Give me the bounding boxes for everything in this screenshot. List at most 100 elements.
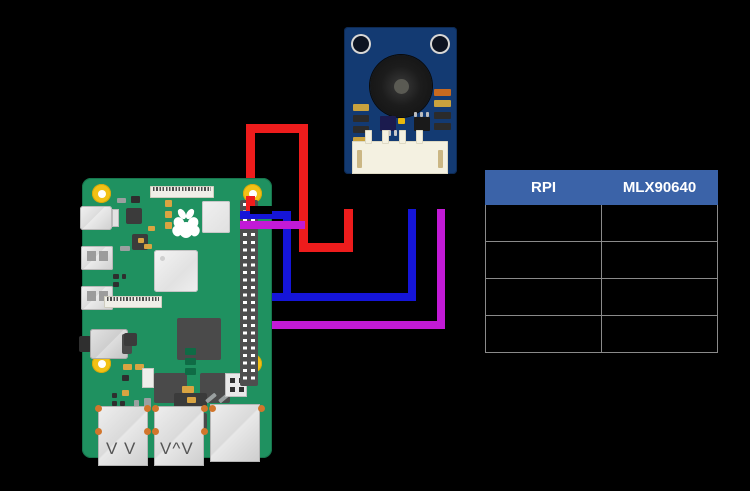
pi-pad-6 — [258, 405, 265, 412]
pi-audio-jack-body — [90, 329, 128, 359]
clock-wire-segment-v2 — [437, 209, 445, 329]
column-header-rpi: RPI — [485, 170, 602, 205]
mlx-pad-right-2 — [434, 100, 451, 107]
pi-led-1 — [165, 200, 172, 207]
pi-hdmi-1-slot-a — [87, 291, 96, 301]
pi-ram-chip — [202, 201, 230, 233]
cell-mlx-3 — [601, 278, 718, 316]
mlx-pad-right-1 — [434, 89, 451, 96]
mlx-pad-right-3 — [434, 112, 451, 119]
thermal-sensor-lens — [370, 55, 432, 117]
pi-resistor-4 — [144, 398, 151, 408]
power-wire-segment-v1 — [246, 124, 255, 219]
raspberry-pi-logo — [172, 208, 200, 238]
pi-poe-pin-1 — [230, 378, 235, 383]
gpio-pin-column-left[interactable] — [243, 203, 247, 383]
mlx-mount-hole-left — [351, 34, 371, 54]
mlx-pad-right-4 — [434, 123, 451, 130]
jst-tooth-4 — [416, 130, 423, 144]
pi-pad-7 — [95, 428, 102, 435]
gpio-header[interactable] — [240, 200, 258, 386]
mlx90640-board — [344, 27, 457, 174]
pi-hdmi-port-0 — [81, 246, 113, 270]
column-header-mlx90640: MLX90640 — [601, 170, 718, 205]
pi-pad-8 — [144, 428, 151, 435]
pi-pad-2 — [144, 405, 151, 412]
cell-rpi-2 — [485, 241, 602, 279]
pi-usb-c-shield — [112, 209, 119, 227]
mlx-ic-pin-1 — [414, 112, 417, 117]
pi-hdmi-1-slot-b — [99, 291, 108, 301]
mlx-pad-left-2 — [353, 115, 369, 122]
mlx-ic-pin-2 — [420, 112, 423, 117]
mlx-mount-hole-right — [430, 34, 450, 54]
gpio-pin-column-right[interactable] — [251, 203, 255, 383]
data-wire-segment-v1 — [283, 211, 291, 301]
pi-cap-10 — [122, 375, 129, 381]
mlx-pad-left-4 — [353, 137, 369, 144]
pin-mapping-table: RPI MLX90640 — [485, 170, 718, 353]
pi-smd-chip-c — [124, 333, 137, 346]
pi-pad-4 — [201, 405, 208, 412]
pi-cap-3 — [138, 238, 144, 243]
table-row — [485, 278, 718, 316]
pi-dsi-connector — [104, 296, 162, 308]
pi-smd-green-1 — [185, 348, 196, 355]
pi-hdmi-0-slot-b — [99, 251, 108, 261]
pi-cap-5 — [113, 274, 119, 279]
pi-cap-8 — [123, 364, 132, 370]
pi-usb2-glyph: V V — [106, 439, 137, 458]
power-wire-segment-v3 — [344, 209, 353, 252]
cell-mlx-1 — [601, 204, 718, 242]
cell-mlx-4 — [601, 315, 718, 353]
pi-resistor-3 — [134, 400, 139, 408]
pi-inductor — [142, 368, 154, 388]
pi-usb-controller-chip — [177, 318, 221, 360]
mlx-alignment-marker — [398, 118, 405, 124]
pi-led-3 — [165, 222, 172, 229]
mlx-ic-chip — [414, 117, 430, 131]
pi-cap-7 — [113, 282, 119, 287]
pi-cap-11 — [122, 390, 129, 396]
jst-tooth-3 — [399, 130, 406, 144]
cell-rpi-1 — [485, 204, 602, 242]
pi-smd-chip-a — [126, 208, 142, 224]
pi-smd-tan-2 — [187, 397, 196, 403]
pi-dsi-teeth — [107, 297, 159, 301]
pin-table-body — [485, 204, 718, 353]
pi-usb3-port-block: V^V — [154, 406, 204, 466]
gpio-connector-stub-overlay — [250, 206, 272, 214]
pi-resistor-1 — [117, 198, 126, 203]
cell-rpi-3 — [485, 278, 602, 316]
power-wire-segment-v2 — [299, 124, 308, 252]
pi-cap-14 — [120, 401, 125, 406]
jst-latch-right — [438, 150, 443, 168]
pi-cap-12 — [112, 393, 117, 398]
pi-cap-1 — [131, 196, 140, 203]
cell-rpi-4 — [485, 315, 602, 353]
power-wire-segment-h2 — [299, 243, 353, 252]
mlx-ic-pin-3 — [426, 112, 429, 117]
pi-pad-3 — [152, 405, 159, 412]
pi-pad-5 — [209, 405, 216, 412]
data-wire-gpio-tip — [240, 211, 291, 219]
pin-table-header: RPI MLX90640 — [485, 170, 718, 205]
pi-ethernet-port — [210, 404, 260, 462]
pi-smd-green-2 — [185, 358, 196, 365]
pi-poe-pin-3 — [230, 387, 235, 392]
pi-csi-teeth — [153, 187, 211, 191]
power-wire-segment-h1 — [246, 124, 308, 133]
pi-usb3-glyph: V^V — [160, 439, 194, 458]
pi-pad-10 — [201, 428, 208, 435]
mlx-jst-connector — [352, 130, 448, 174]
mlx-transistor — [380, 116, 396, 131]
pi-cap-6 — [122, 274, 126, 279]
table-row — [485, 204, 718, 242]
pi-cap-4 — [144, 244, 152, 249]
pin-table-header-row: RPI MLX90640 — [485, 170, 718, 205]
clock-wire-gpio-tip — [240, 221, 305, 229]
pi-cap-2 — [148, 226, 155, 231]
pi-usb2-port-block: V V — [98, 406, 148, 466]
pi-pad-1 — [95, 405, 102, 412]
